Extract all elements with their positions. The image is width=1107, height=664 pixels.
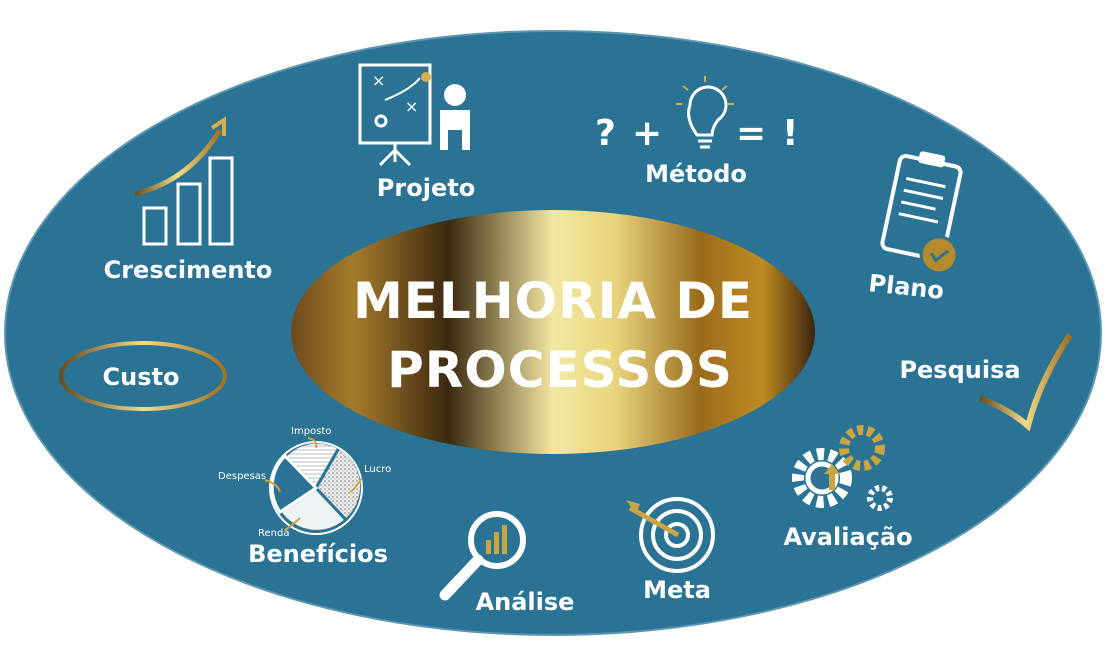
lightbulb-icon [676, 76, 734, 149]
target-icon [626, 497, 715, 573]
equals-sign: = [736, 113, 766, 154]
pie-pointer-arrows [264, 437, 363, 531]
pie-label-renda: Renda [258, 528, 289, 539]
label-custo: Custo [103, 363, 180, 391]
label-analise: Análise [476, 588, 575, 616]
method-equation: ? + = ! [595, 113, 798, 154]
plus-sign: + [632, 113, 662, 154]
label-pesquisa: Pesquisa [899, 356, 1020, 384]
title-line-1: MELHORIA DE [353, 272, 753, 330]
label-crescimento: Crescimento [104, 256, 273, 284]
label-metodo: Método [645, 160, 747, 188]
label-meta: Meta [643, 576, 711, 604]
cost-ring [59, 341, 227, 411]
strategy-board-icon: ×× [358, 63, 470, 167]
label-avaliacao: Avaliação [783, 523, 912, 551]
gears-icon [792, 425, 893, 511]
title-line-2: PROCESSOS [387, 341, 733, 399]
pie-label-lucro: Lucro [364, 464, 391, 475]
svg-text:×: × [372, 71, 385, 90]
label-beneficios: Benefícios [248, 540, 388, 568]
svg-text:×: × [405, 97, 418, 116]
checkmark-icon [978, 333, 1073, 432]
pie-label-imposto: Imposto [291, 426, 331, 437]
center-gold-ellipse [291, 210, 815, 454]
exclamation-mark: ! [782, 113, 798, 154]
pie-chart-icon [269, 440, 364, 535]
pie-label-despesas: Despesas [218, 471, 266, 482]
question-mark: ? [595, 113, 616, 154]
label-projeto: Projeto [377, 174, 475, 202]
magnifier-chart-icon [439, 511, 526, 601]
clipboard-check-icon [880, 151, 963, 275]
growth-chart-icon [134, 116, 234, 246]
